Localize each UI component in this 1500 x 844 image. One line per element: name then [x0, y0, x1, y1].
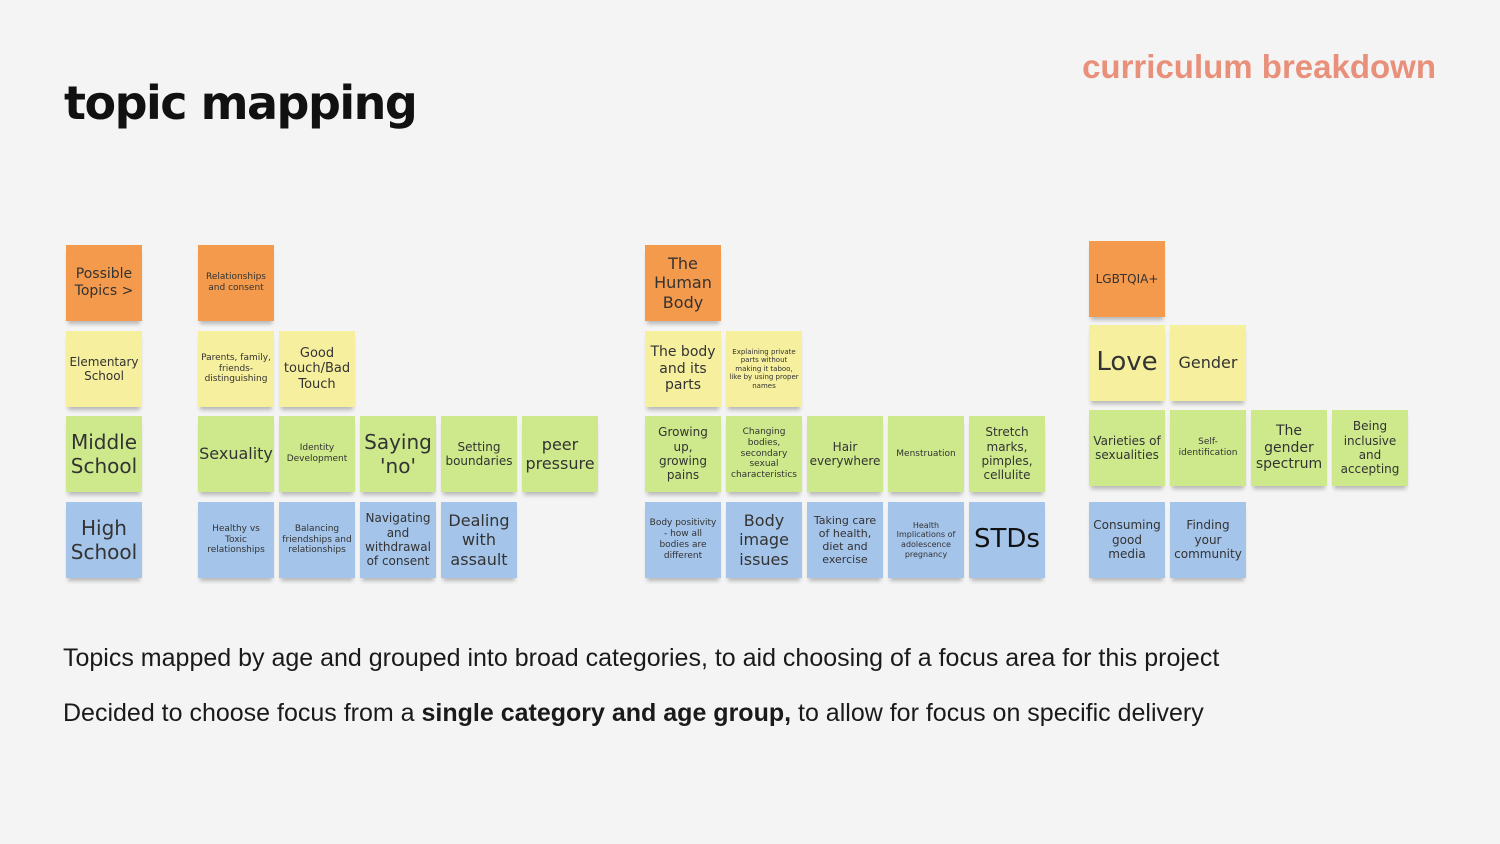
sticky-note[interactable]: Self- identification — [1170, 410, 1246, 486]
description-text: Topics mapped by age and grouped into br… — [63, 644, 1220, 672]
sticky-note[interactable]: Health Implications of adolescence pregn… — [888, 502, 964, 578]
sticky-note[interactable]: Identity Development — [279, 416, 355, 492]
sticky-note-category[interactable]: The Human Body — [645, 245, 721, 321]
sticky-note[interactable]: Good touch/Bad Touch — [279, 331, 355, 407]
sticky-note[interactable]: Sexuality — [198, 416, 274, 492]
sticky-note[interactable]: Setting boundaries — [441, 416, 517, 492]
sticky-note[interactable]: Healthy vs Toxic relationships — [198, 502, 274, 578]
decision-text-start: Decided to choose focus from a — [63, 699, 422, 727]
sticky-note[interactable]: Varieties of sexualities — [1089, 410, 1165, 486]
sticky-note[interactable]: Parents, family, friends- distinguishing — [198, 331, 274, 407]
sticky-note[interactable]: Consuming good media — [1089, 502, 1165, 578]
sticky-note[interactable]: The gender spectrum — [1251, 410, 1327, 486]
sticky-note[interactable]: Changing bodies, secondary sexual charac… — [726, 416, 802, 492]
sticky-note[interactable]: Explaining private parts without making … — [726, 331, 802, 407]
sticky-note[interactable]: Navigating and withdrawal of consent — [360, 502, 436, 578]
sticky-note[interactable]: Gender — [1170, 325, 1246, 401]
sticky-note[interactable]: Menstruation — [888, 416, 964, 492]
sticky-note[interactable]: The body and its parts — [645, 331, 721, 407]
sticky-note[interactable]: Growing up, growing pains — [645, 416, 721, 492]
sticky-note-label-elementary[interactable]: Elementary School — [66, 331, 142, 407]
sticky-note-category[interactable]: Relationships and consent — [198, 245, 274, 321]
sticky-note[interactable]: Finding your community — [1170, 502, 1246, 578]
page-title: topic mapping — [64, 76, 418, 130]
sticky-note[interactable]: Dealing with assault — [441, 502, 517, 578]
sticky-note[interactable]: Body positivity - how all bodies are dif… — [645, 502, 721, 578]
sticky-note[interactable]: peer pressure — [522, 416, 598, 492]
sticky-note[interactable]: Hair everywhere — [807, 416, 883, 492]
sticky-note[interactable]: Balancing friendships and relationships — [279, 502, 355, 578]
sticky-note[interactable]: Taking care of health, diet and exercise — [807, 502, 883, 578]
decision-text-emphasis: single category and age group, — [421, 699, 792, 727]
decision-text-end: to allow for focus on specific delivery — [791, 699, 1204, 727]
sticky-note-category[interactable]: LGBTQIA+ — [1089, 241, 1165, 317]
sticky-note[interactable]: STDs — [969, 502, 1045, 578]
sticky-note-header[interactable]: Possible Topics > — [66, 245, 142, 321]
sticky-note-label-middle[interactable]: Middle School — [66, 416, 142, 492]
sticky-note[interactable]: Being inclusive and accepting — [1332, 410, 1408, 486]
sticky-note[interactable]: Saying 'no' — [360, 416, 436, 492]
sticky-note[interactable]: Stretch marks, pimples, cellulite — [969, 416, 1045, 492]
section-subtitle: curriculum breakdown — [1082, 48, 1436, 85]
sticky-note-label-high[interactable]: High School — [66, 502, 142, 578]
sticky-note[interactable]: Body image issues — [726, 502, 802, 578]
sticky-note[interactable]: Love — [1089, 325, 1165, 401]
decision-text: Decided to choose focus from a single ca… — [63, 699, 1204, 728]
